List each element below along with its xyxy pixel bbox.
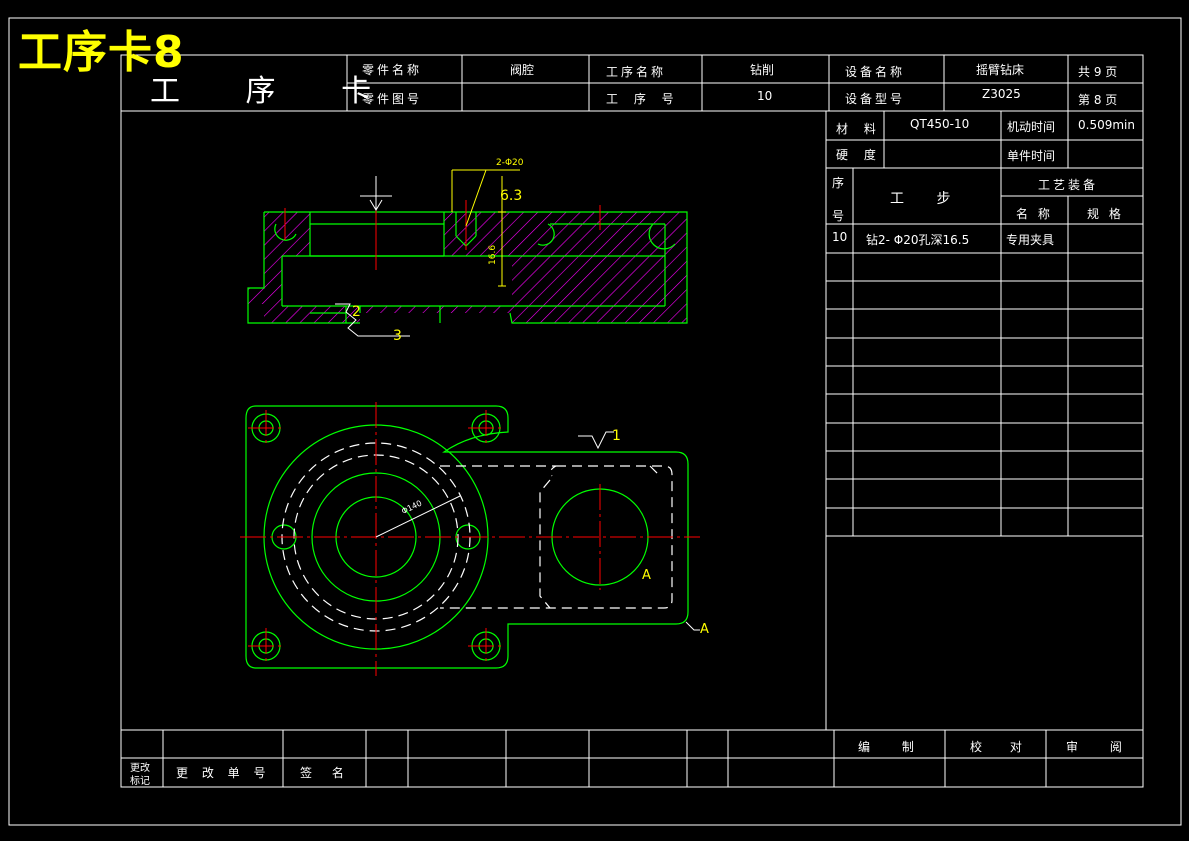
card-title: 工 序 卡 [150,74,400,109]
section-mark-a2: A [700,622,709,637]
roughness-1: 1 [612,428,621,444]
hardness-label: 硬 度 [836,148,882,162]
signature-label: 签 名 [300,766,352,780]
inner-frame [120,54,1144,788]
part-name-value: 阀腔 [510,63,535,77]
hole-callout: 2-Φ20 [496,158,524,168]
check-label: 校 对 [970,740,1034,754]
step-tool-name: 专用夹具 [1006,233,1055,247]
change-no-label: 更 改 单 号 [176,766,271,780]
machine-time-label: 机动时间 [1007,120,1056,134]
tool-name-label: 名 称 [1016,207,1053,221]
step-label: 工 步 [890,191,965,207]
section-view [247,169,688,337]
plan-view [240,402,700,676]
process-no-label: 工 序 号 [606,92,680,106]
tool-spec-label: 规 格 [1087,207,1124,221]
change-mark-label-2: 标记 [130,776,150,787]
step-seq: 10 [832,230,848,244]
section-mark-a1: A [642,568,651,583]
process-name-label: 工序名称 [606,65,667,79]
seq-label-bottom: 号 [832,209,845,223]
review-label: 审 阅 [1066,740,1136,754]
equipment-model-label: 设备型号 [845,92,906,106]
roughness-3: 3 [393,328,402,344]
part-name-label: 零件名称 [362,63,423,77]
tooling-label: 工艺装备 [1038,178,1099,192]
compile-label: 编 制 [858,740,928,754]
page-number: 第 8 页 [1078,93,1118,107]
material-label: 材 料 [836,122,882,136]
equipment-model-value: Z3025 [982,87,1021,101]
equipment-name-label: 设备名称 [845,65,906,79]
outer-frame [8,17,1182,826]
material-value: QT450-10 [910,117,970,131]
section-hatch [248,212,687,323]
machine-time-value: 0.509min [1078,118,1135,132]
roughness-top: 6.3 [500,188,523,204]
process-name-value: 钻削 [750,63,775,77]
footer-grid [121,729,1143,787]
seq-label-top: 序 [832,176,845,190]
equipment-name-value: 摇臂钻床 [976,63,1025,77]
change-mark-label-1: 更改 [130,763,150,774]
roughness-2: 2 [352,304,361,320]
header-grid [121,55,1143,112]
step-description: 钻2- Φ20孔深16.5 [866,233,970,247]
depth-dimension: 16.6 [488,244,498,265]
sheet-title: 工序卡8 [18,27,185,78]
process-no-value: 10 [757,89,773,103]
unit-time-label: 单件时间 [1007,149,1056,163]
part-drawing-label: 零件图号 [362,92,423,106]
process-table-grid [825,111,1143,730]
total-pages: 共 9 页 [1078,65,1118,79]
